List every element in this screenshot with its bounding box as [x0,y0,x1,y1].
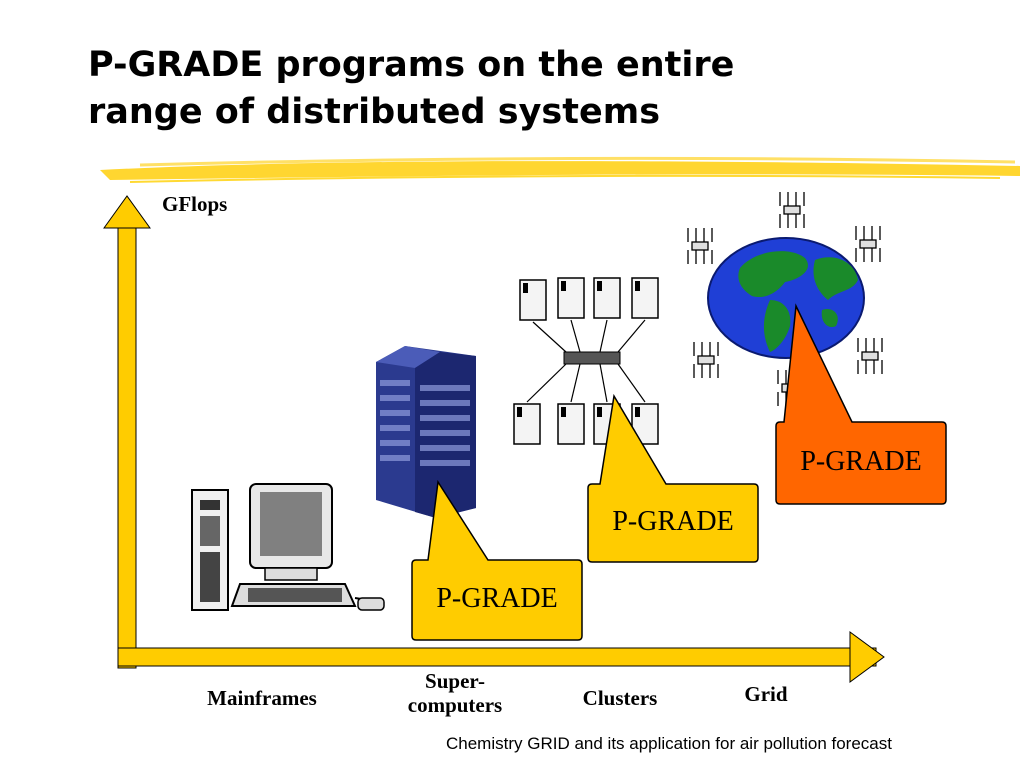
y-axis-label: GFlops [162,192,228,216]
callout-label-cluster: P-GRADE [612,506,734,537]
callout-label-supercomputer: P-GRADE [436,583,558,614]
y-axis-arrow [103,195,151,669]
x-label-clusters: Clusters [582,686,658,710]
globe-icon [707,237,865,359]
x-label-grid: Grid [744,682,788,706]
mainframe-computer-icon [191,483,385,611]
cluster-icon [513,277,659,445]
x-label-supercomputers: Super- computers [407,669,503,717]
callout-supercomputer [411,479,583,641]
x-axis-arrow [117,631,885,683]
grid-node-icons [687,192,883,406]
supercomputer-icon [376,346,476,518]
x-label-mainframes: Mainframes [207,686,317,710]
title-line-1: P-GRADE programs on the entire [88,45,735,85]
callout-grid [775,303,947,505]
callout-label-grid: P-GRADE [800,446,922,477]
callout-cluster [587,393,759,563]
title-underline [100,156,1020,183]
slide-title: P-GRADE programs on the entire range of … [88,42,988,136]
slide-footer: Chemistry GRID and its application for a… [446,734,892,753]
title-line-2: range of distributed systems [88,92,661,132]
